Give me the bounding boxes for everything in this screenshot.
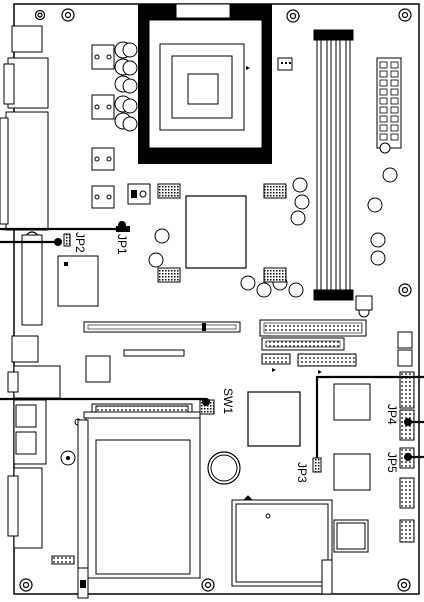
jp4-label: JP4 <box>385 404 399 425</box>
jp2-header[interactable] <box>63 233 71 247</box>
jp1-label: JP1 <box>115 234 129 255</box>
bottom-tab <box>77 567 89 599</box>
io-chips <box>333 383 371 553</box>
compactflash-slot <box>77 403 201 581</box>
jp3-label: JP3 <box>295 462 309 483</box>
cpu-socket <box>138 3 272 164</box>
bottom-header <box>51 555 75 565</box>
rear-io-connectors <box>0 25 61 549</box>
sata-connector <box>123 349 185 357</box>
ide-connector <box>259 319 367 337</box>
buzzer <box>60 450 76 466</box>
south-bridge-chip <box>247 391 301 447</box>
jp3-header[interactable] <box>312 457 322 473</box>
jp5-label: JP5 <box>385 452 399 473</box>
header-row <box>261 353 357 374</box>
pcie-slot <box>83 321 241 333</box>
mini-pci-slot <box>231 495 333 595</box>
cpu-jumper-block <box>127 183 287 283</box>
voltage-regulators <box>91 41 138 209</box>
north-bridge-chip <box>185 195 247 269</box>
dimm-slots <box>313 29 354 301</box>
jp2-label: JP2 <box>73 232 87 253</box>
floppy-connector <box>261 337 345 351</box>
cmos-battery <box>207 451 241 485</box>
audio-chip <box>85 355 111 383</box>
atx-power-connector <box>376 57 402 154</box>
speaker-diode <box>355 295 373 318</box>
jp1-header[interactable] <box>116 226 130 232</box>
capacitors <box>148 167 398 298</box>
sw1-label: SW1 <box>221 388 235 414</box>
bios-chip <box>57 255 99 307</box>
